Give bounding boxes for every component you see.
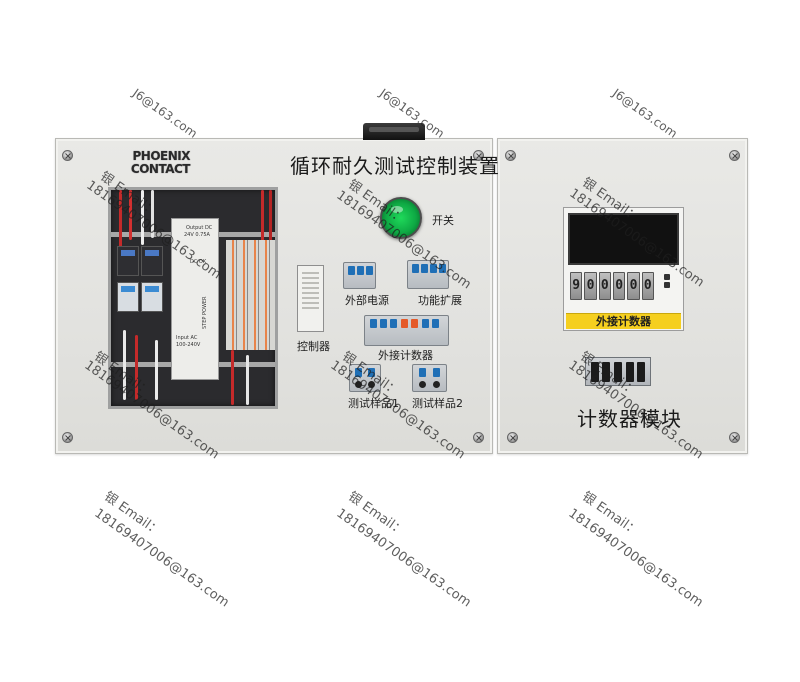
screw-icon [729,150,740,161]
logo-line-1: PHOENIX [132,149,191,163]
screw-icon [729,432,740,443]
test-sample-1-connector[interactable] [349,364,381,392]
switch-label: 开关 [432,214,454,227]
counter-reset-buttons[interactable] [660,272,676,300]
function-expansion-label: 功能扩展 [418,294,462,307]
controller-label: 控制器 [297,340,330,353]
power-switch-button[interactable] [380,197,422,239]
watermark-text: 18169407006@163.com [333,506,474,611]
white-wire [155,340,158,400]
red-wire [119,190,122,250]
screw-icon [473,432,484,443]
watermark-text: 18169407006@163.com [91,506,232,611]
counter-digit[interactable]: 0 [627,272,640,300]
counter-digit[interactable]: 0 [598,272,611,300]
inspection-window: Output DC 24V 0.75A DC OK Input AC 100-2… [108,187,278,409]
controller-module [297,265,324,332]
watermark-text: 银 Email： [579,489,642,540]
relay-module [117,282,139,312]
external-counter-label: 外接计数器 [378,349,433,362]
relay-module [141,246,163,276]
counter-digit-wheels: 9 0 0 0 0 0 [570,272,654,300]
test-sample-2-label: 测试样品2 [412,397,463,410]
test-sample-1-label: 测试样品1 [348,397,399,410]
relay-module [117,246,139,276]
white-wire [141,190,144,245]
white-wire [151,190,154,238]
watermark-text: 18169407006@163.com [565,506,706,611]
psu-output-label: Output DC [186,225,213,231]
external-counter-connector[interactable] [364,315,449,346]
test-sample-2-connector[interactable] [412,364,447,392]
watermark-text: 银 Email： [345,489,408,540]
screw-icon [505,150,516,161]
red-wire [135,335,138,400]
white-wire [123,330,126,400]
psu-brand-label: STEP POWER [202,296,208,329]
external-power-connector[interactable] [343,262,376,289]
counter-digit[interactable]: 0 [641,272,654,300]
device-title: 循环耐久测试控制装置 [290,154,500,178]
red-wire [129,190,132,240]
counter-module-title: 计数器模块 [577,407,682,431]
external-power-label: 外部电源 [345,294,389,307]
counter-digit[interactable]: 9 [570,272,583,300]
watermark-text: J6@163.com [609,86,680,141]
red-wire [231,350,234,405]
logo-line-2: CONTACT [130,162,191,176]
white-wire [246,355,249,405]
brand-logo: PHOENIX CONTACT [64,149,191,180]
watermark-text: J6@163.com [129,86,200,141]
counter-tag-label: 外接计数器 [566,313,681,329]
psu-input-range-label: 100-240V [176,342,201,348]
counter-device: 9 0 0 0 0 0 外接计数器 [563,207,684,331]
screw-icon [62,432,73,443]
function-expansion-connector[interactable] [407,260,449,289]
counter-digit[interactable]: 0 [612,272,626,300]
psu-input-label: Input AC [176,335,198,341]
counter-terminal-block[interactable] [585,357,651,386]
relay-module [141,282,163,312]
power-supply-unit: Output DC 24V 0.75A DC OK Input AC 100-2… [171,218,219,380]
red-wire [269,190,272,280]
screw-icon [473,150,484,161]
terminal-block-strip [226,240,275,350]
watermark-text: 银 Email： [101,489,164,540]
carry-handle [363,123,425,140]
screw-icon [507,432,518,443]
counter-display [568,213,679,265]
screw-icon [62,150,73,161]
psu-dc-ok-label: DC OK [190,259,207,265]
psu-voltage-label: 24V 0.75A [184,232,210,238]
counter-digit[interactable]: 0 [584,272,597,300]
